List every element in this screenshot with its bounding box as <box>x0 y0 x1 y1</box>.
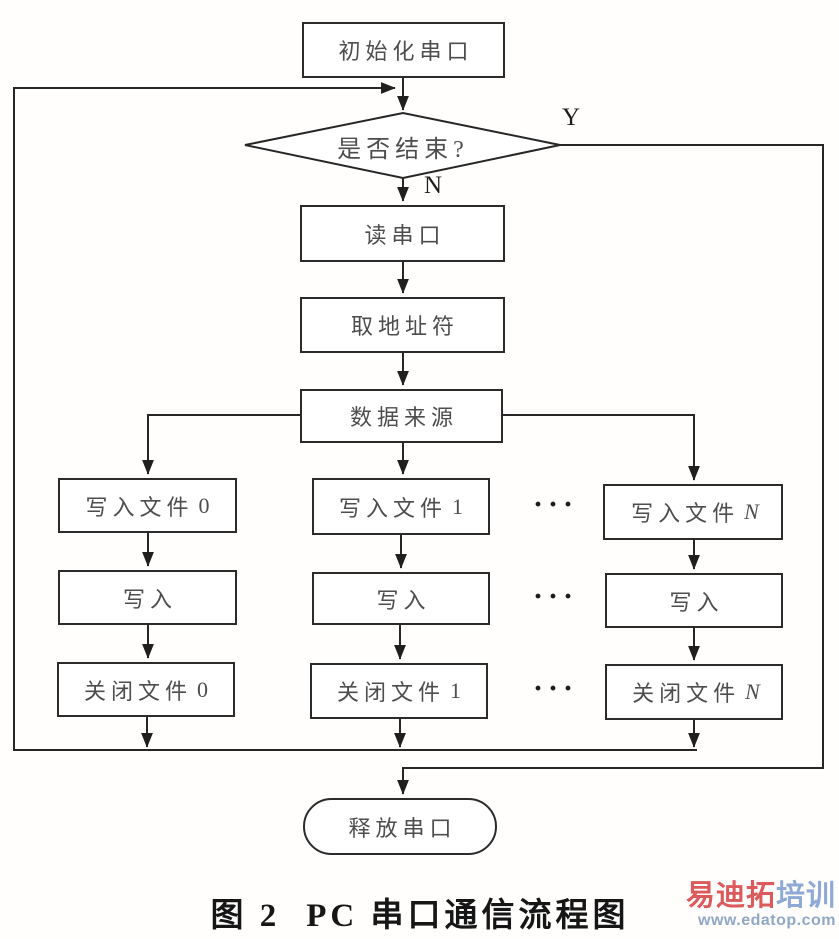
node-label: 写入文件 <box>85 494 194 520</box>
node-write-n: 写入 <box>605 573 783 628</box>
node-write-0: 写入 <box>58 570 237 625</box>
ellipsis-row-close-file: ··· <box>533 672 579 705</box>
node-label: 写入 <box>376 587 431 613</box>
node-decision-label: 是否结束? <box>283 131 523 163</box>
watermark-brand: 易迪拓培训 <box>678 882 836 911</box>
watermark-brand-blue: 培训 <box>775 880 836 912</box>
edge-label-yes: Y <box>562 104 581 131</box>
edge-loopback <box>13 82 697 751</box>
node-label: 关闭文件 <box>83 678 192 704</box>
node-label: 写入 <box>122 586 177 612</box>
node-label: 写入文件 <box>631 501 740 526</box>
ellipsis-row-write-file: ··· <box>533 488 579 521</box>
decision-diamond-shape <box>244 111 561 180</box>
node-label: 关闭文件 <box>632 681 741 706</box>
figure-number: 图 2 <box>210 898 281 934</box>
node-write-1: 写入 <box>312 572 490 625</box>
node-label: 取地址符 <box>350 314 459 339</box>
node-label: 是否结束? <box>337 136 469 163</box>
edge-source-to-col0 <box>142 414 300 475</box>
watermark-brand-red: 易迪拓 <box>685 880 776 912</box>
ellipsis-row-write: ··· <box>533 580 579 613</box>
file-index: 0 <box>198 492 215 518</box>
file-index: 1 <box>452 493 468 519</box>
edge-label-no: N <box>424 172 443 199</box>
edge-source-to-colN <box>503 414 700 481</box>
node-label: 关闭文件 <box>336 680 445 705</box>
file-index: 1 <box>450 678 466 703</box>
figure-caption: 图 2 PC 串口通信流程图 <box>150 888 690 936</box>
node-label: 写入 <box>669 589 724 615</box>
node-label: 写入文件 <box>338 495 447 521</box>
node-data-source: 数据来源 <box>300 389 503 443</box>
edge-decision-yes <box>397 144 824 795</box>
node-label: 初始化串口 <box>338 39 474 64</box>
figure-title: PC 串口通信流程图 <box>306 898 630 934</box>
node-get-address: 取地址符 <box>300 297 505 353</box>
node-init-serial: 初始化串口 <box>302 22 505 78</box>
watermark-url: www.edatop.com <box>698 912 836 929</box>
node-release-serial: 释放串口 <box>303 798 497 855</box>
node-read-serial: 读串口 <box>300 205 505 262</box>
node-label: 数据来源 <box>349 405 458 430</box>
node-label: 读串口 <box>364 222 446 248</box>
file-index: N <box>744 499 760 524</box>
watermark: 易迪拓培训 www.edatop.com <box>678 882 836 929</box>
node-label: 释放串口 <box>348 815 457 841</box>
file-index: 0 <box>197 676 213 702</box>
file-index: N <box>745 679 761 704</box>
